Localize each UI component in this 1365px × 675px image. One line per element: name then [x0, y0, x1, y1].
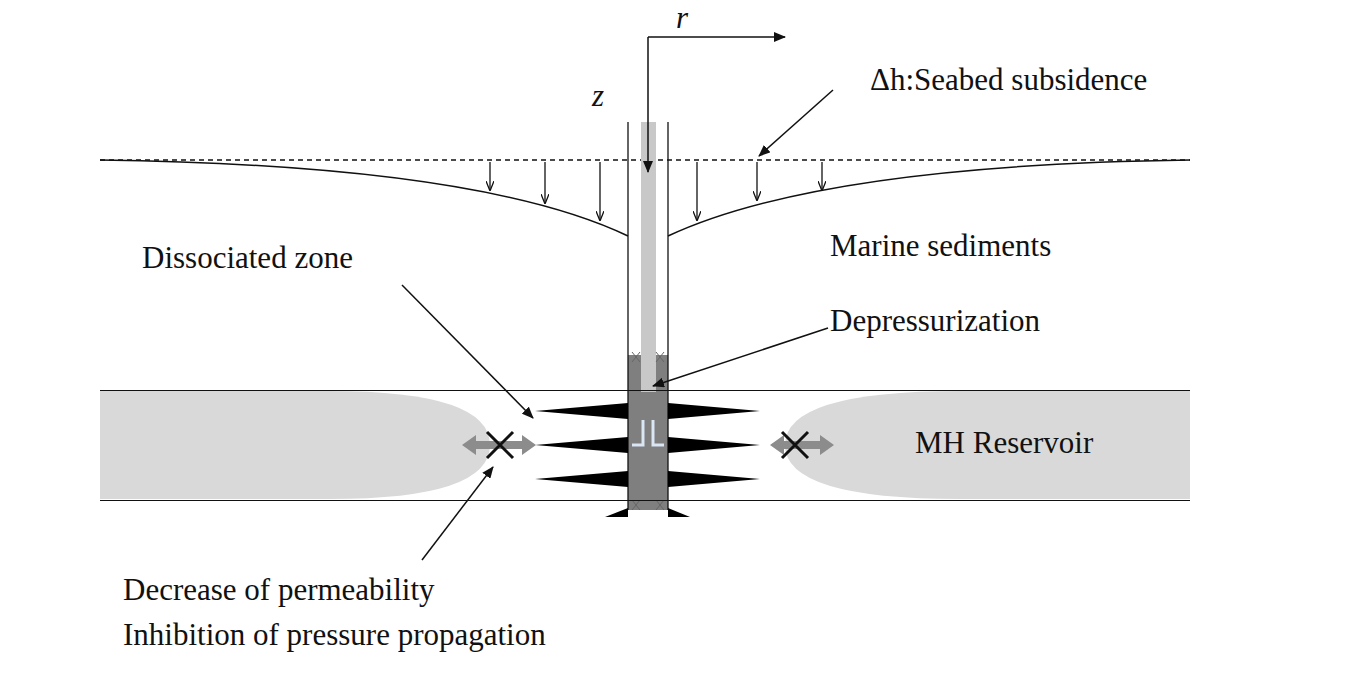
callout-label: Depressurization	[830, 303, 1040, 339]
reservoir-band: MH Reservoir	[100, 390, 1190, 501]
callout-label: Decrease of permeability	[123, 572, 435, 608]
callout-label: Inhibition of pressure propagation	[123, 617, 546, 653]
axis-label: z	[592, 78, 604, 114]
callout-label: Δh:Seabed subsidence	[870, 62, 1147, 98]
axis-label: r	[676, 0, 688, 36]
node-label: MH Reservoir	[915, 425, 1093, 461]
layer-label: Marine sediments	[830, 228, 1051, 264]
callout-label: Dissociated zone	[142, 240, 353, 276]
